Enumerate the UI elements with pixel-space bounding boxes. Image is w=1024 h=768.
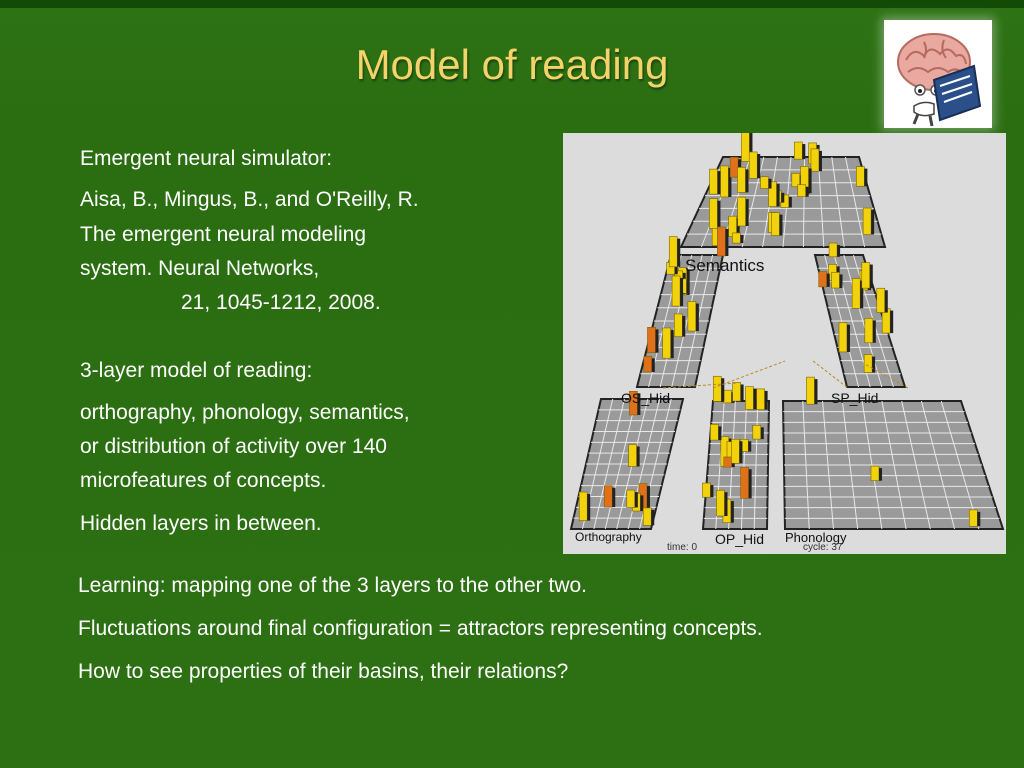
bottom-line-2: Fluctuations around final configuration … bbox=[78, 617, 763, 640]
label-phonology: Phonology bbox=[785, 530, 847, 545]
model-heading: 3-layer model of reading: bbox=[80, 359, 313, 382]
label-semantics: Semantics bbox=[685, 256, 764, 275]
bottom-line-3: How to see properties of their basins, t… bbox=[78, 660, 569, 683]
os-hid-layer bbox=[635, 226, 729, 388]
reference-line-4: 21, 1045-1212, 2008. bbox=[181, 291, 381, 314]
reference-line-3: system. Neural Networks, bbox=[80, 257, 320, 280]
model-desc-1: orthography, phonology, semantics, bbox=[80, 401, 410, 424]
brain-reading-icon bbox=[884, 20, 992, 128]
brain-reading-image bbox=[884, 20, 992, 128]
bottom-text-block: Learning: mapping one of the 3 layers to… bbox=[78, 564, 763, 693]
reference-line-1: Aisa, B., Mingus, B., and O'Reilly, R. bbox=[80, 188, 419, 211]
sp-hid-layer bbox=[813, 242, 907, 388]
label-op-hid: OP_Hid bbox=[715, 531, 764, 547]
top-band bbox=[0, 0, 1024, 8]
label-orthography: Orthography bbox=[575, 530, 642, 544]
bottom-line-1: Learning: mapping one of the 3 layers to… bbox=[78, 574, 587, 597]
model-desc-3: microfeatures of concepts. bbox=[80, 469, 327, 492]
simulator-heading: Emergent neural simulator: bbox=[80, 147, 333, 170]
label-cycle: cycle: 37 bbox=[803, 542, 843, 553]
op-hid-layer bbox=[701, 375, 771, 530]
semantics-layer bbox=[679, 133, 887, 248]
hidden-layers-text: Hidden layers in between. bbox=[80, 512, 322, 535]
slide-title: Model of reading bbox=[355, 41, 669, 88]
network-diagram: Semantics OS_Hid SP_Hid OP_Hid Orthograp… bbox=[563, 133, 1006, 554]
label-os-hid: OS_Hid bbox=[621, 390, 670, 406]
network-figure: Semantics OS_Hid SP_Hid OP_Hid Orthograp… bbox=[563, 133, 1006, 554]
orthography-layer bbox=[569, 390, 685, 530]
reference-line-2: The emergent neural modeling bbox=[80, 223, 367, 246]
phonology-layer bbox=[781, 376, 1005, 530]
label-sp-hid: SP_Hid bbox=[831, 390, 878, 406]
model-desc-2: or distribution of activity over 140 bbox=[80, 435, 387, 458]
label-time: time: 0 bbox=[667, 542, 697, 553]
